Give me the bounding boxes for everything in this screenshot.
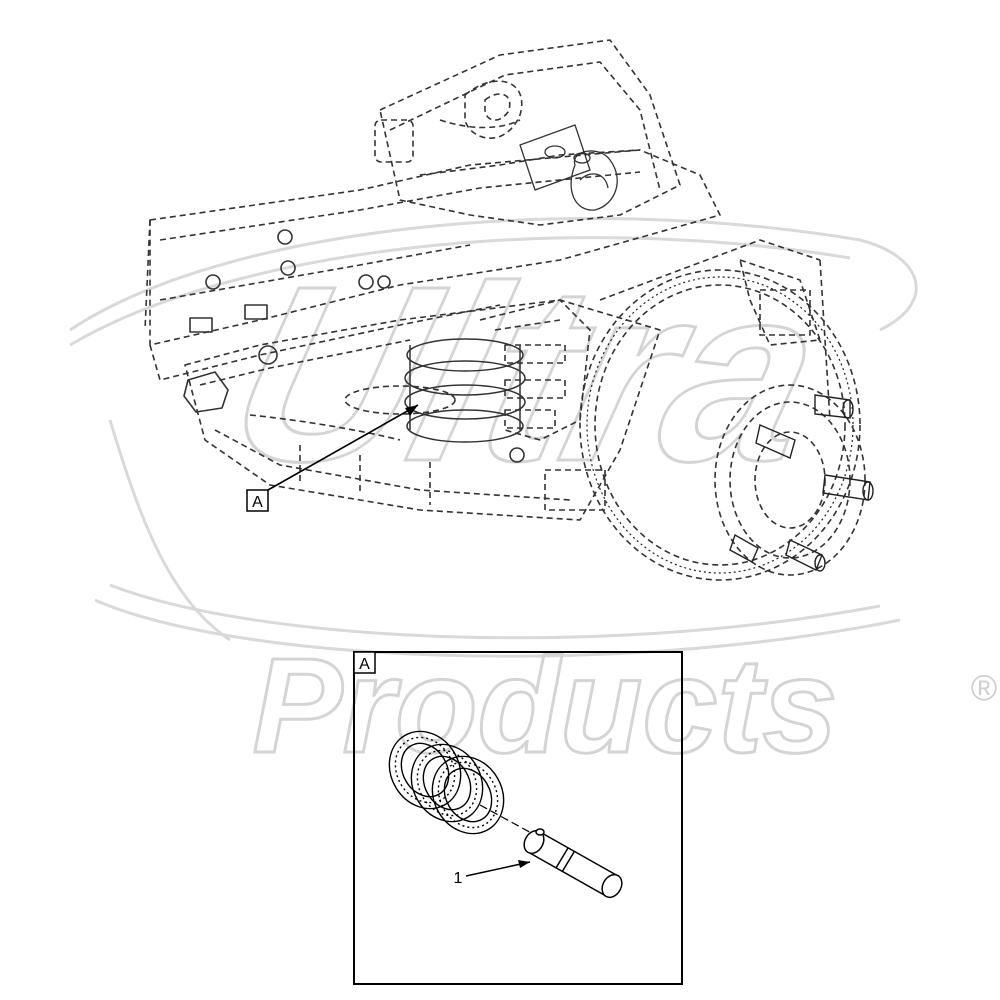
callout-a-main-label: A bbox=[252, 494, 263, 511]
watermark-brand-bottom: Products bbox=[252, 630, 837, 781]
part-1-callout[interactable]: 1 bbox=[454, 860, 531, 887]
detail-view-a: A bbox=[353, 651, 683, 985]
rotor-vents bbox=[586, 276, 854, 574]
part-number-1: 1 bbox=[454, 870, 463, 887]
assembly-centerline bbox=[479, 804, 536, 836]
brake-rotor bbox=[579, 239, 861, 581]
upper-control-arm bbox=[374, 39, 681, 226]
detail-view-a-label: A bbox=[359, 656, 370, 673]
watermark: Ultra Products ® bbox=[69, 217, 998, 783]
lower-control-arm bbox=[184, 299, 661, 521]
upper-ball-joint bbox=[519, 124, 618, 211]
spring-coils-detail bbox=[388, 730, 505, 835]
wheel-studs bbox=[729, 394, 874, 572]
registered-mark: ® bbox=[971, 667, 998, 708]
spring-seat bbox=[479, 299, 591, 441]
watermark-swoosh bbox=[69, 217, 918, 658]
frame-rail bbox=[144, 149, 721, 381]
callout-a-main[interactable]: A bbox=[246, 404, 419, 512]
frame-bolts bbox=[183, 229, 525, 463]
front-suspension-assembly bbox=[144, 39, 866, 581]
brake-caliper bbox=[739, 259, 821, 346]
jounce-bumper bbox=[523, 828, 623, 899]
coil-spring bbox=[404, 338, 526, 443]
watermark-brand-top: Ultra bbox=[207, 233, 846, 513]
